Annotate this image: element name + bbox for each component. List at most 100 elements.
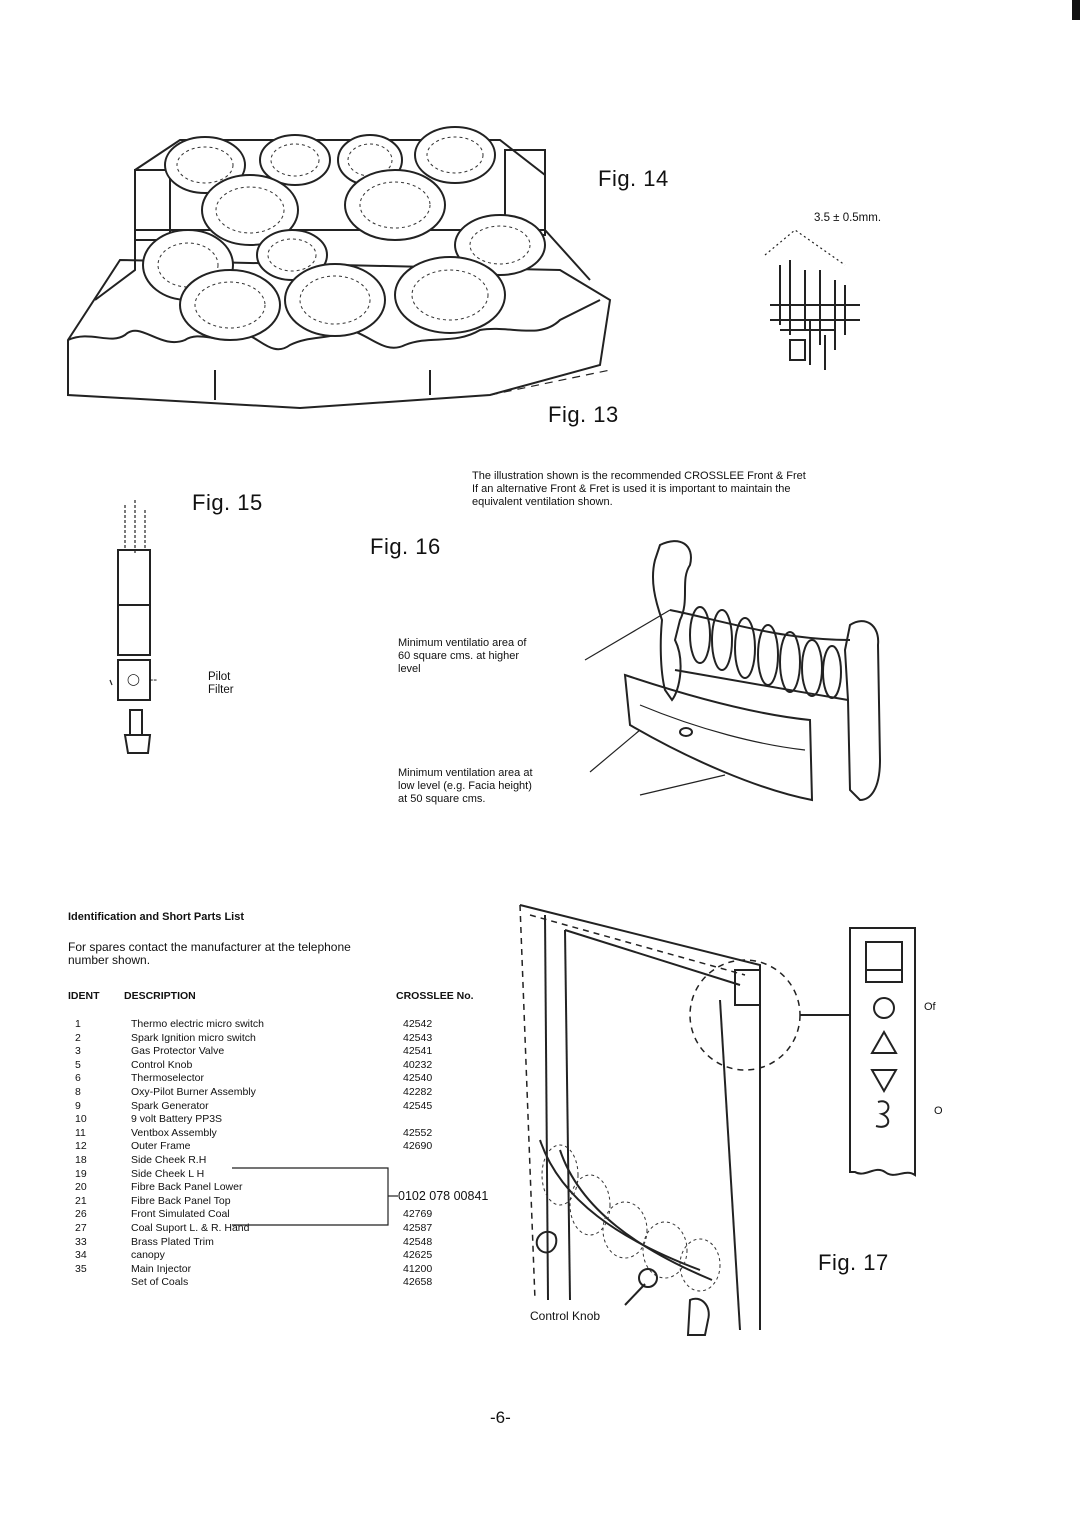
table-row: 8 Oxy-Pilot Burner Assembly 42282 <box>75 1086 503 1100</box>
part-description: Fibre Back Panel Top <box>131 1194 231 1207</box>
part-ident: 18 <box>75 1153 87 1166</box>
part-description: Thermo electric micro switch <box>131 1018 265 1030</box>
part-ident: 20 <box>75 1181 87 1194</box>
fig16-high-line-1: Minimum ventilatio area of <box>398 637 527 649</box>
group-part-number: 0102 078 00841 <box>398 1189 489 1203</box>
ventilation-note-line-1: The illustration shown is the recommende… <box>472 470 806 482</box>
part-number: 42282 <box>403 1085 433 1098</box>
table-row: Set of Coals 42658 <box>75 1276 503 1290</box>
part-ident: 12 <box>75 1140 87 1153</box>
part-description: Oxy-Pilot Burner Assembly <box>131 1085 256 1098</box>
part-description: Ventbox Assembly <box>131 1126 217 1139</box>
parts-list-intro-line-1: For spares contact the manufacturer at t… <box>68 940 351 954</box>
part-ident: 10 <box>75 1113 87 1126</box>
part-description: Brass Plated Trim <box>131 1235 214 1248</box>
part-description: Side Cheek L H <box>131 1167 205 1180</box>
part-description: Front Simulated Coal <box>131 1208 230 1221</box>
parts-list-intro: For spares contact the manufacturer at t… <box>68 941 351 967</box>
fig15-filter-label: Filter <box>208 684 234 696</box>
fig16-low-level-note: Minimum ventilation area at low level (e… <box>398 767 533 806</box>
part-number: 40232 <box>403 1058 433 1071</box>
part-number: 42543 <box>403 1031 433 1044</box>
table-row: 11 Ventbox Assembly 42552 <box>75 1127 503 1141</box>
part-description: 9 volt Battery PP3S <box>131 1113 223 1126</box>
ventilation-note: The illustration shown is the recommende… <box>472 470 1072 509</box>
fig16-high-level-note: Minimum ventilatio area of 60 square cms… <box>398 637 526 676</box>
part-ident: 19 <box>75 1167 87 1180</box>
part-description: Spark Generator <box>131 1099 209 1112</box>
fig16-high-line-2: 60 square cms. at higher <box>398 650 520 662</box>
fig16-low-line-1: Minimum ventilation area at <box>398 767 533 779</box>
part-description: Control Knob <box>131 1058 193 1071</box>
part-ident: 3 <box>75 1045 81 1058</box>
part-number: 42625 <box>403 1249 433 1262</box>
fig16-high-line-3: level <box>398 663 421 675</box>
part-description: Coal Suport L. & R. Hand <box>131 1221 250 1234</box>
fig14-dimension: 3.5 ± 0.5mm. <box>814 212 882 224</box>
parts-table-header: IDENT DESCRIPTION CROSSLEE No. <box>68 990 496 1004</box>
parts-list-intro-line-2: number shown. <box>68 953 151 967</box>
part-number: 42542 <box>403 1018 433 1030</box>
part-ident: 11 <box>75 1126 86 1139</box>
header-ident: IDENT <box>68 990 100 1002</box>
table-row: 26 Front Simulated Coal 42769 <box>75 1208 503 1222</box>
part-ident: 8 <box>75 1085 81 1098</box>
part-ident: 27 <box>75 1221 87 1234</box>
fig14-label: Fig. 14 <box>598 166 669 191</box>
part-description: Side Cheek R.H <box>131 1153 207 1166</box>
fig17-off-label: Of <box>924 1001 936 1013</box>
part-number: 42548 <box>403 1235 433 1248</box>
fig14-detail-illustration <box>764 229 860 370</box>
fig17-control-knob-label: Control Knob <box>530 1309 601 1323</box>
part-description: canopy <box>131 1249 165 1262</box>
fig15-pilot-filter-illustration <box>109 500 152 754</box>
header-description: DESCRIPTION <box>124 990 196 1002</box>
fig15-label: Fig. 15 <box>192 490 263 515</box>
fig17-on-label: O <box>934 1105 943 1117</box>
part-number: 42540 <box>403 1072 433 1085</box>
page-number: -6- <box>490 1408 511 1427</box>
part-description: Spark Ignition micro switch <box>131 1031 256 1044</box>
part-ident: 26 <box>75 1208 87 1221</box>
table-row: 10 9 volt Battery PP3S <box>75 1113 503 1127</box>
table-row: 34 canopy 42625 <box>75 1249 503 1263</box>
table-row: 27 Coal Suport L. & R. Hand 42587 <box>75 1222 503 1236</box>
part-description: Fibre Back Panel Lower <box>131 1181 243 1194</box>
table-row: 19 Side Cheek L H <box>75 1168 503 1182</box>
part-ident: 1 <box>75 1018 81 1030</box>
fig17-label: Fig. 17 <box>818 1250 889 1275</box>
fig16-low-line-3: at 50 square cms. <box>398 793 486 805</box>
table-row: 20 Fibre Back Panel Lower <box>75 1181 503 1195</box>
part-ident: 34 <box>75 1249 87 1262</box>
part-number: 42587 <box>403 1221 433 1234</box>
part-number: 42658 <box>403 1276 433 1289</box>
header-crosslee-no: CROSSLEE No. <box>396 990 474 1002</box>
parts-list-title: Identification and Short Parts List <box>68 911 245 923</box>
fig15-pilot-label: Pilot <box>208 671 231 683</box>
fig13-label: Fig. 13 <box>548 402 619 427</box>
part-description: Outer Frame <box>131 1140 191 1153</box>
ventilation-note-line-3: equivalent ventilation shown. <box>472 496 613 508</box>
part-description: Main Injector <box>131 1262 192 1275</box>
table-row: 1 Thermo electric micro switch 42542 <box>75 1018 503 1032</box>
part-number: 42552 <box>403 1126 433 1139</box>
part-number: 42769 <box>403 1208 433 1221</box>
ventilation-note-line-2: If an alternative Front & Fret is used i… <box>472 483 791 495</box>
part-ident: 6 <box>75 1072 81 1085</box>
part-description: Set of Coals <box>131 1276 189 1289</box>
fig15-pointer: ◯ -- <box>127 674 158 686</box>
part-ident: 35 <box>75 1262 87 1275</box>
